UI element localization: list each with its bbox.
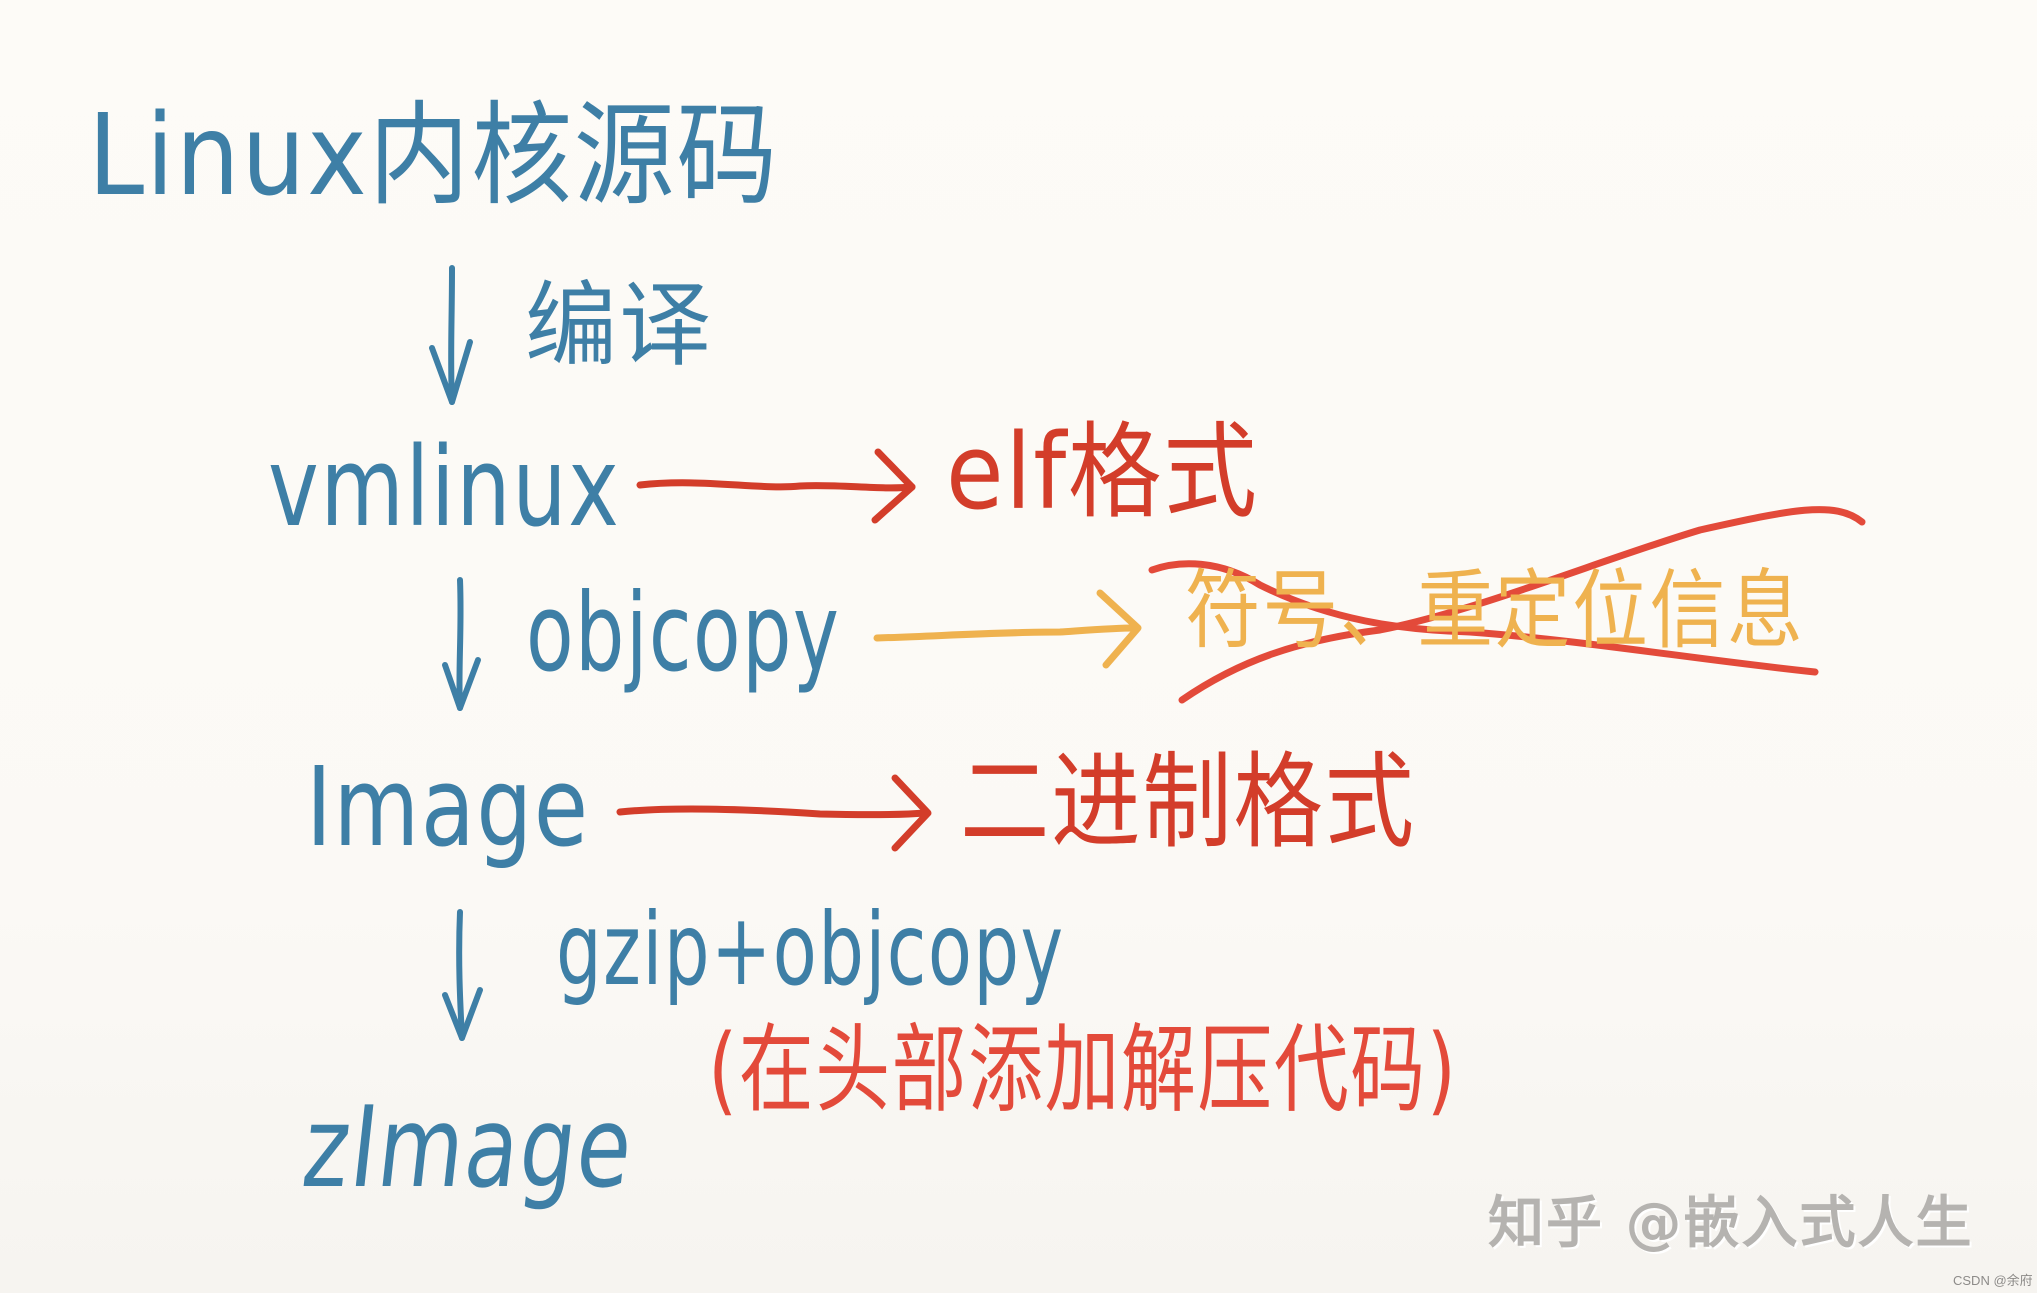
down-arrow-icon — [429, 265, 473, 405]
zimage-node-label: zImage — [296, 1083, 640, 1213]
right-arrow-icon — [636, 448, 916, 524]
down-arrow-icon — [442, 577, 481, 711]
down-arrow-icon — [442, 909, 483, 1041]
right-arrow-icon — [873, 589, 1142, 669]
right-arrow-icon — [616, 774, 932, 852]
symbols-relocation-annotation: 符号、重定位信息 — [1185, 561, 1805, 661]
elf-format-annotation: elf格式 — [946, 411, 1259, 533]
csdn-credit: CSDN @余府 — [1953, 1273, 2033, 1288]
vmlinux-node-label: vmlinux — [268, 423, 621, 551]
objcopy-step-label: objcopy — [526, 571, 841, 696]
binary-format-annotation: 二进制格式 — [960, 741, 1416, 863]
compile-step-label: 编译 — [525, 272, 714, 379]
source-node-label: Linux内核源码 — [88, 91, 779, 221]
gzip-objcopy-step-label: gzip+objcopy — [556, 891, 1065, 1008]
image-node-label: Image — [306, 743, 590, 871]
zhihu-watermark: 知乎 @嵌入式人生 — [1488, 1191, 1974, 1256]
decompress-code-annotation: (在头部添加解压代码) — [708, 1014, 1458, 1126]
